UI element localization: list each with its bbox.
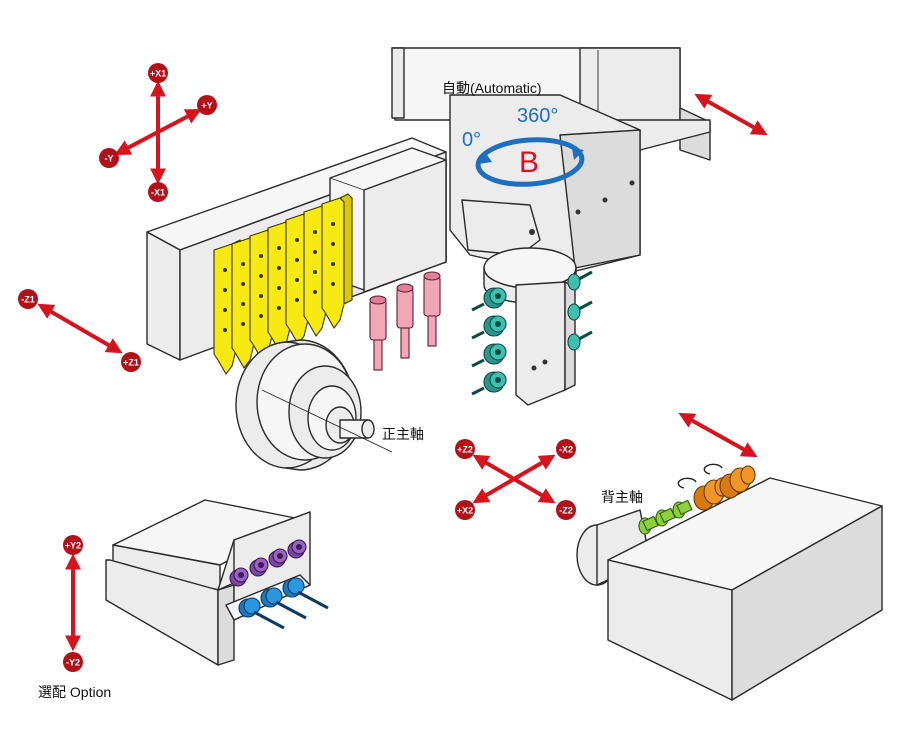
fixed-drills (369, 271, 441, 371)
sub-green-tools (638, 499, 693, 535)
badge-y-minus: -Y (99, 148, 119, 168)
svg-text:+Y2: +Y2 (65, 541, 81, 551)
option-tool-block (105, 499, 311, 666)
badge-z1-minus: -Z1 (18, 289, 38, 309)
svg-text:+X2: +X2 (457, 506, 473, 516)
svg-text:-Y: -Y (105, 154, 114, 164)
automatic-label: 自動(Automatic) (442, 80, 542, 96)
sub-orange-tools (677, 463, 756, 511)
angle-0-label: 0° (462, 129, 481, 151)
z1-axis-arrow (37, 303, 123, 354)
svg-text:-Y2: -Y2 (66, 658, 80, 668)
main-spindle (235, 339, 393, 471)
z2-x2-axis-cross (472, 454, 556, 504)
gang-tools (213, 193, 353, 375)
x1-y-axis-cross (114, 80, 202, 185)
option-label: 選配 Option (38, 684, 111, 700)
badge-x2-minus: -X2 (556, 439, 576, 459)
angle-360-label: 360° (517, 105, 558, 127)
svg-text:-X2: -X2 (559, 445, 573, 455)
badge-x2-plus: +X2 (455, 500, 475, 520)
option-blue-tools (238, 577, 329, 630)
svg-text:-Z2: -Z2 (559, 506, 573, 516)
main-spindle-label: 正主軸 (382, 426, 424, 442)
svg-text:+Z2: +Z2 (457, 445, 473, 455)
svg-text:+Z1: +Z1 (123, 358, 139, 368)
svg-text:-Z1: -Z1 (21, 295, 35, 305)
badge-x1-plus: +X1 (148, 63, 168, 83)
badge-y-plus: +Y (197, 95, 217, 115)
badge-y2-minus: -Y2 (63, 652, 83, 672)
sub-spindle (576, 477, 883, 701)
option-purple-tools (229, 539, 307, 587)
badge-x1-minus: -X1 (148, 182, 168, 202)
sub-spindle-label: 背主軸 (601, 489, 643, 505)
b-axis-label: B (519, 146, 539, 179)
svg-text:+X1: +X1 (150, 69, 166, 79)
badge-z1-plus: +Z1 (121, 352, 141, 372)
badge-z2-plus: +Z2 (455, 439, 475, 459)
badge-y2-plus: +Y2 (63, 535, 83, 555)
svg-text:+Y: +Y (201, 101, 212, 111)
svg-text:-X1: -X1 (151, 188, 165, 198)
column-travel-arrow (694, 93, 768, 136)
badge-z2-minus: -Z2 (556, 500, 576, 520)
live-tools (471, 270, 593, 396)
sub-spindle-travel-arrow (678, 412, 758, 458)
b-rotation-arrow (475, 137, 585, 187)
